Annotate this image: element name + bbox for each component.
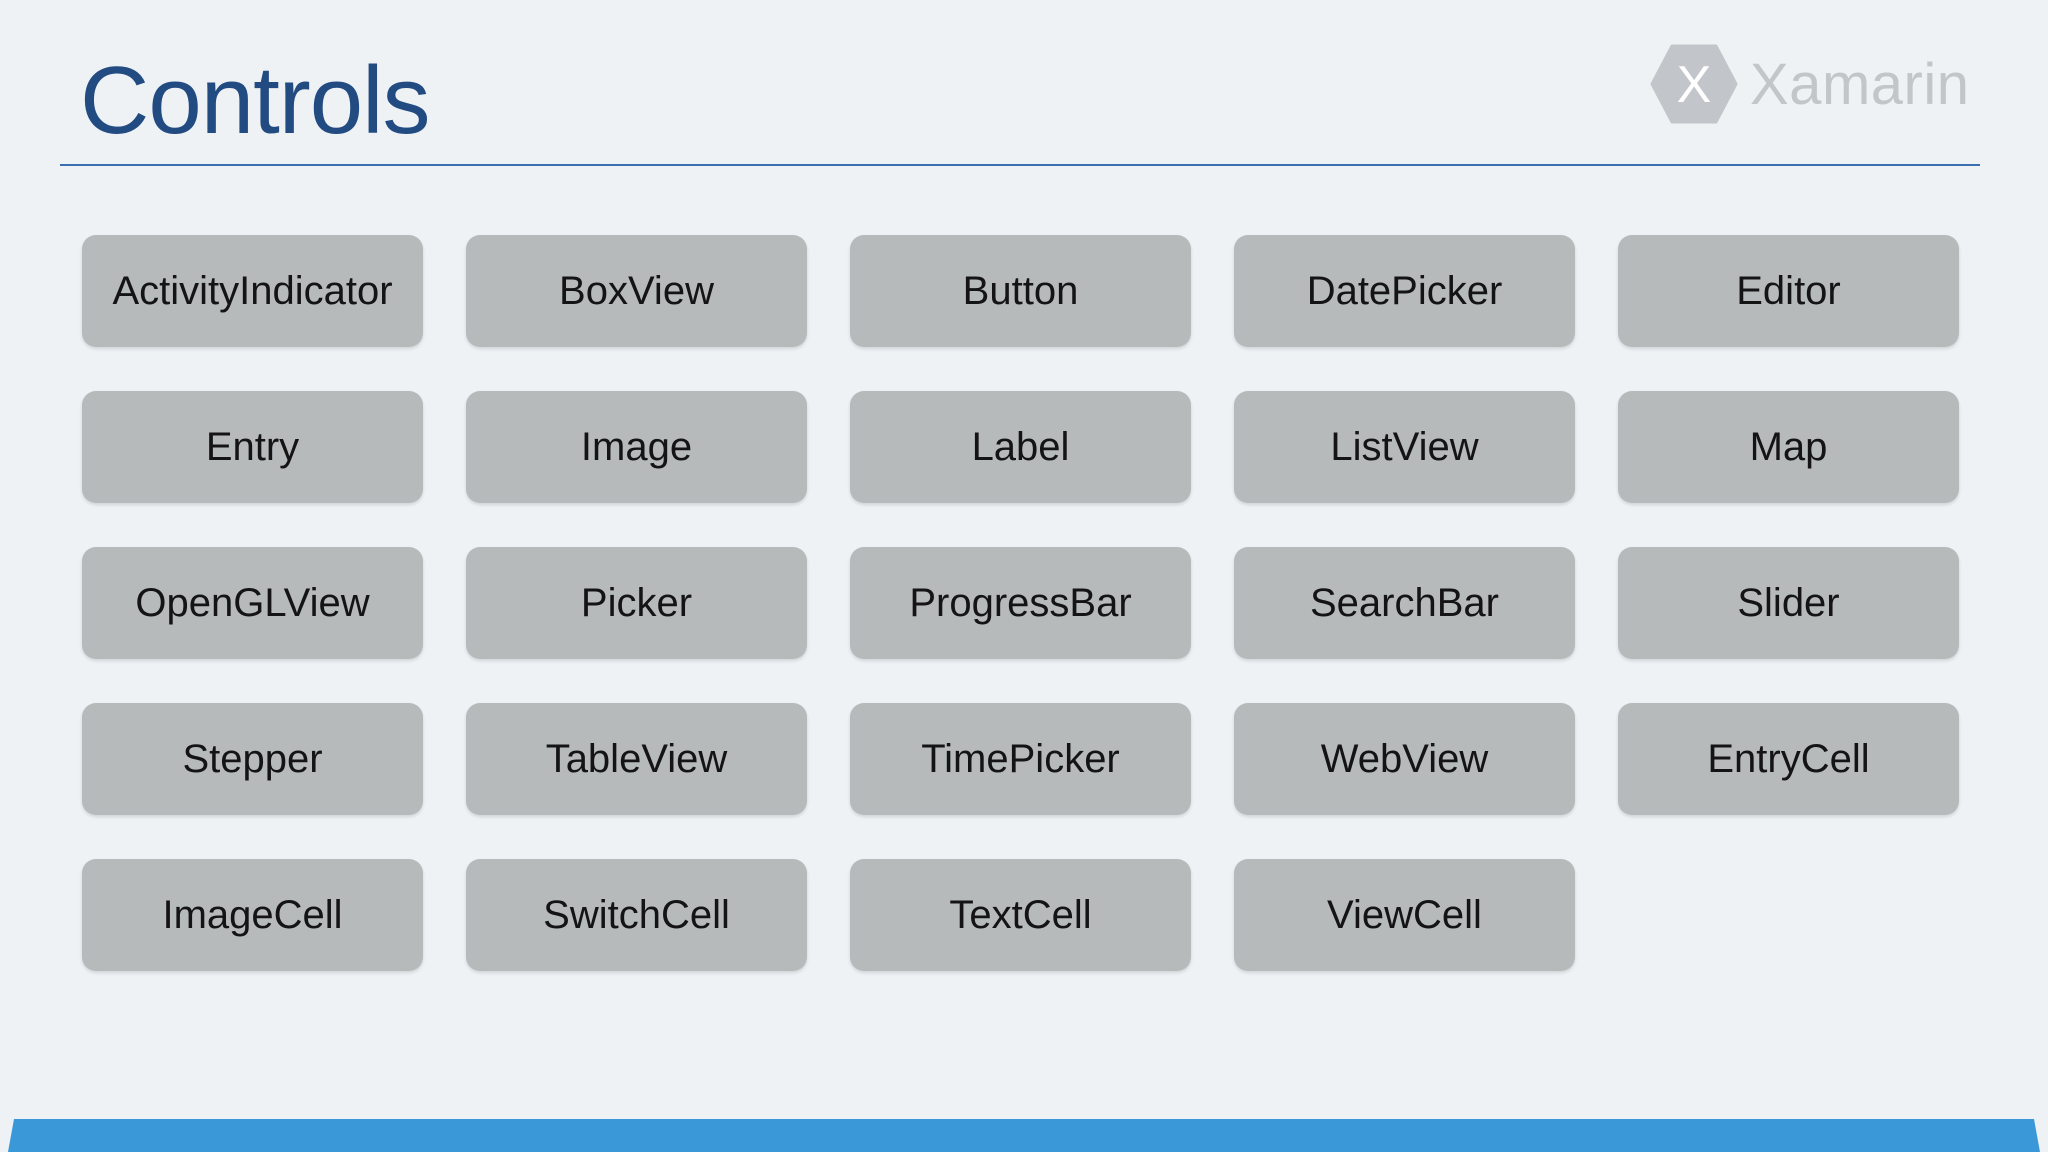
title-divider — [60, 164, 1980, 166]
control-switchcell[interactable]: SwitchCell — [466, 859, 807, 971]
control-viewcell[interactable]: ViewCell — [1234, 859, 1575, 971]
slide-title: Controls — [80, 47, 430, 154]
control-textcell[interactable]: TextCell — [850, 859, 1191, 971]
control-webview[interactable]: WebView — [1234, 703, 1575, 815]
xamarin-logo: X Xamarin — [1650, 44, 1969, 124]
control-imagecell[interactable]: ImageCell — [82, 859, 423, 971]
control-boxview[interactable]: BoxView — [466, 235, 807, 347]
logo-text: Xamarin — [1750, 51, 1970, 117]
footer-bar — [8, 1119, 2040, 1152]
logo-glyph: X — [1677, 56, 1712, 114]
control-listview[interactable]: ListView — [1234, 391, 1575, 503]
control-openglview[interactable]: OpenGLView — [82, 547, 423, 659]
control-tableview[interactable]: TableView — [466, 703, 807, 815]
control-button[interactable]: Button — [850, 235, 1191, 347]
control-slider[interactable]: Slider — [1618, 547, 1959, 659]
controls-grid: ActivityIndicator BoxView Button DatePic… — [82, 235, 1959, 971]
control-label[interactable]: Label — [850, 391, 1191, 503]
control-timepicker[interactable]: TimePicker — [850, 703, 1191, 815]
control-entry[interactable]: Entry — [82, 391, 423, 503]
control-searchbar[interactable]: SearchBar — [1234, 547, 1575, 659]
control-editor[interactable]: Editor — [1618, 235, 1959, 347]
control-activityindicator[interactable]: ActivityIndicator — [82, 235, 423, 347]
control-progressbar[interactable]: ProgressBar — [850, 547, 1191, 659]
control-image[interactable]: Image — [466, 391, 807, 503]
control-map[interactable]: Map — [1618, 391, 1959, 503]
xamarin-hexagon-icon: X — [1650, 44, 1738, 124]
control-stepper[interactable]: Stepper — [82, 703, 423, 815]
control-entrycell[interactable]: EntryCell — [1618, 703, 1959, 815]
control-picker[interactable]: Picker — [466, 547, 807, 659]
control-datepicker[interactable]: DatePicker — [1234, 235, 1575, 347]
